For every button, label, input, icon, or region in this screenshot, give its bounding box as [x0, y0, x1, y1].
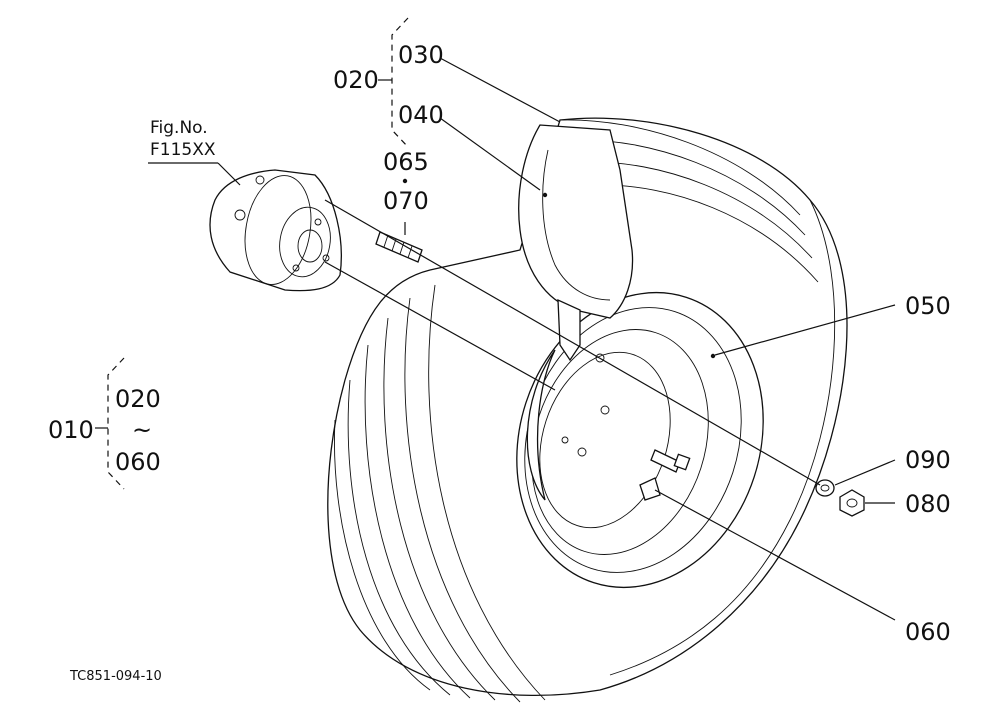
wheel-hub: [209, 169, 342, 292]
bracket-010: [95, 357, 125, 490]
label-040: 040: [398, 101, 444, 129]
figure-ref-line1: Fig.No.: [150, 118, 208, 138]
label-080: 080: [905, 490, 951, 518]
bracket-020: [378, 17, 409, 148]
label-range-to: 060: [115, 448, 161, 476]
label-010: 010: [48, 416, 94, 444]
washer: [815, 479, 835, 497]
label-range-sep: ~: [132, 416, 152, 444]
drawing-code: TC851-094-10: [69, 669, 162, 684]
figure-ref-line2: F115XX: [150, 140, 216, 160]
label-050: 050: [905, 292, 951, 320]
label-090: 090: [905, 446, 951, 474]
label-020-top: 020: [333, 66, 379, 94]
label-065: 065: [383, 148, 429, 176]
label-070: 070: [383, 187, 429, 215]
label-060: 060: [905, 618, 951, 646]
wheel-rim: [516, 291, 764, 589]
label-range-from: 020: [115, 385, 161, 413]
leader-lines: [148, 57, 896, 621]
valve: [639, 449, 691, 501]
nut: [839, 489, 865, 517]
stud-bolt: [375, 231, 423, 263]
tire-cross-section: [518, 124, 634, 362]
label-030: 030: [398, 41, 444, 69]
